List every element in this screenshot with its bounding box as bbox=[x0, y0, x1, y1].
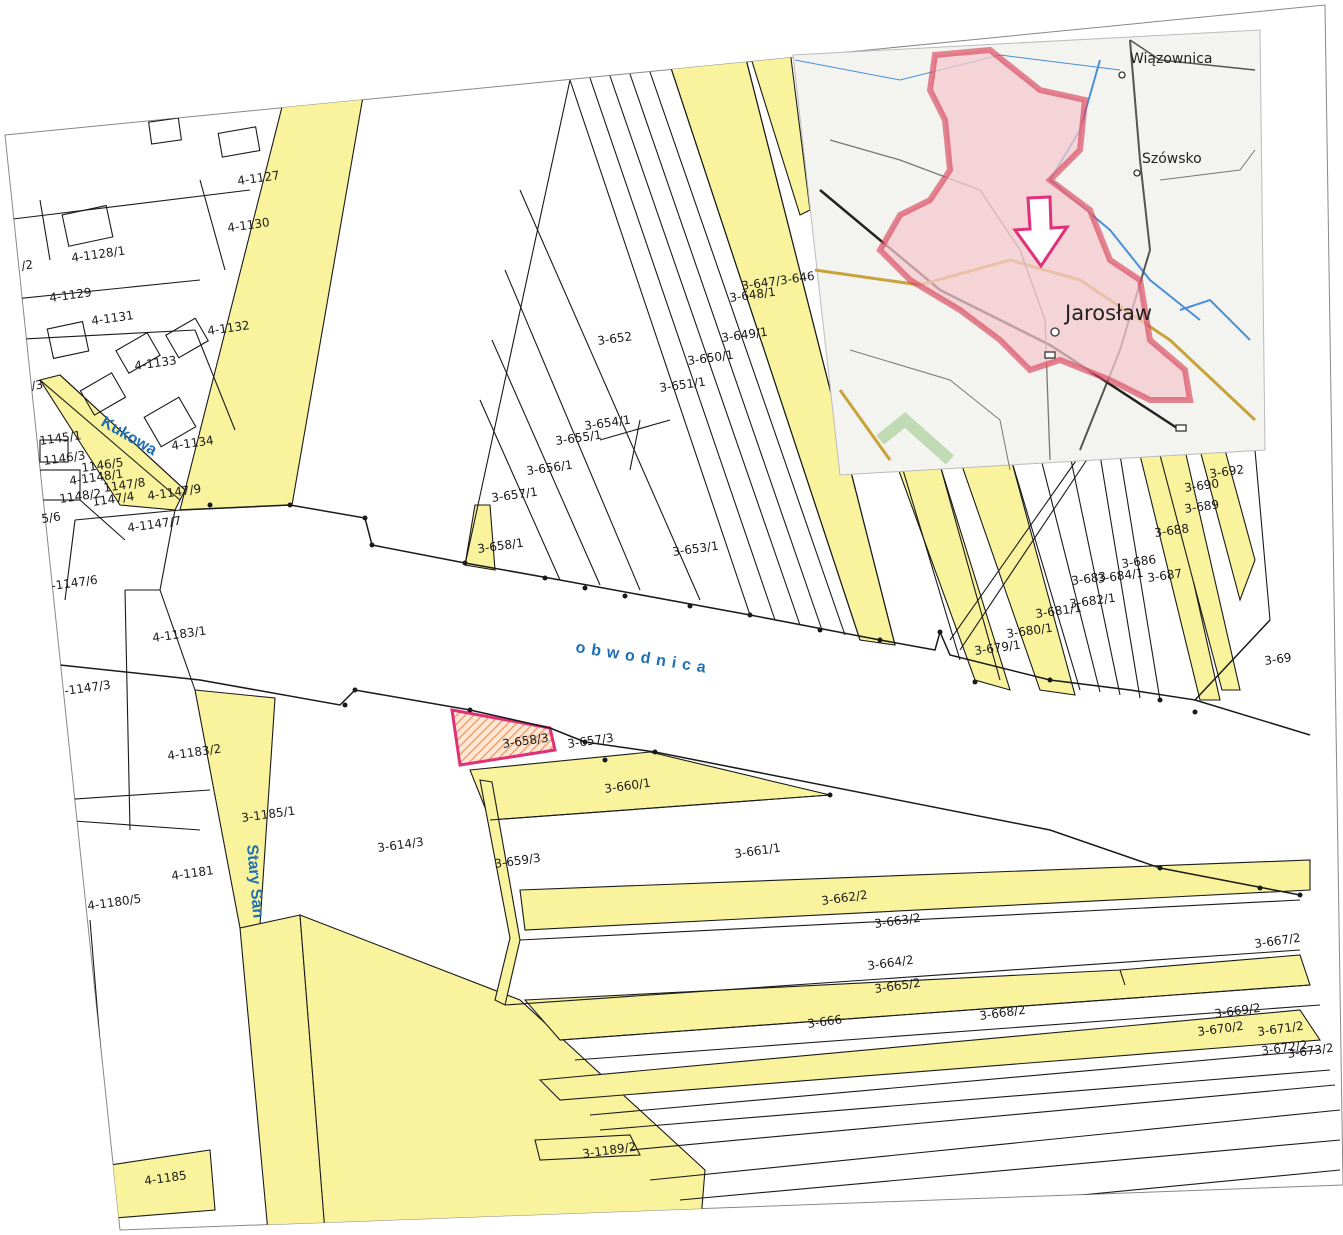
parcel-number: 3-663/2 bbox=[873, 911, 921, 931]
parcel-number: 3-652 bbox=[596, 329, 632, 348]
highlighted-parcel-label: 3-658/3 bbox=[501, 731, 549, 751]
parcel-number: 3-649/1 bbox=[720, 325, 768, 345]
parcel-number: 4-1127 bbox=[236, 168, 280, 188]
parcel-number: 3-666 bbox=[806, 1012, 842, 1031]
parcel-number: 4-1132 bbox=[206, 318, 250, 338]
parcel-number: 3-681/1 bbox=[1034, 601, 1082, 621]
parcel-number: /3 bbox=[30, 377, 44, 392]
parcel-number: 3-648/1 bbox=[728, 285, 776, 305]
parcel-number: 3-690 bbox=[1183, 476, 1219, 495]
parcel-number: 4-1181 bbox=[170, 863, 214, 883]
parcel-number: 1147/8 bbox=[102, 475, 146, 495]
parcel-number: 3-673/2 bbox=[1286, 1041, 1334, 1061]
parcel-number: 3-680/1 bbox=[1005, 621, 1053, 641]
parcel-number: 3-657/3 bbox=[566, 731, 614, 751]
inset-town-jaroslaw: Jarosław bbox=[1063, 301, 1152, 325]
parcel-number: 3-654/1 bbox=[583, 413, 631, 433]
street-label-stary-san: Stary San bbox=[243, 844, 266, 919]
parcel-number: 3-683 bbox=[1070, 569, 1106, 588]
parcel-number: 3-667/2 bbox=[1253, 931, 1301, 951]
parcel-number: 4-1130 bbox=[226, 215, 270, 235]
parcel-number: 3-653/1 bbox=[671, 539, 719, 559]
parcel-number: 4-1134 bbox=[170, 433, 214, 453]
yellow-parcels bbox=[39, 49, 1321, 1230]
parcel-number: 3-651/1 bbox=[658, 375, 706, 395]
parcel-number: 3-655/1 bbox=[554, 428, 602, 448]
parcel-number: 3-687 bbox=[1146, 566, 1182, 585]
parcel-number: 3-669/2 bbox=[1213, 1001, 1261, 1021]
parcel-number: 4-1133 bbox=[133, 353, 177, 373]
parcel-number: 3-689 bbox=[1183, 497, 1219, 516]
parcel-number: 3-650/1 bbox=[686, 348, 734, 368]
parcel-number: 1147/4 bbox=[91, 489, 135, 509]
parcel-number: 3-684/1 bbox=[1096, 566, 1144, 586]
parcel-number: 1145/1 bbox=[38, 428, 82, 448]
inset-location-map: Wiązownica Szówsko Jarosław bbox=[792, 29, 1266, 476]
parcel-number: 3-661/1 bbox=[733, 841, 781, 861]
parcel-number: 3-670/2 bbox=[1196, 1019, 1244, 1039]
parcel-number: -1147/6 bbox=[50, 573, 98, 593]
parcel-number: 3-682/1 bbox=[1068, 591, 1116, 611]
parcel-number: 3-662/2 bbox=[820, 888, 868, 908]
inset-town-szowsko: Szówsko bbox=[1142, 151, 1202, 167]
parcel-number: 3-660/1 bbox=[603, 776, 651, 796]
parcel-number: 3-671/2 bbox=[1256, 1019, 1304, 1039]
down-arrow-icon bbox=[1012, 195, 1070, 269]
parcel-number: 1146/3 bbox=[42, 448, 86, 468]
parcel-number: 3-664/2 bbox=[866, 953, 914, 973]
parcel-number: 5/6 bbox=[40, 509, 61, 526]
parcel-number: 4-1185 bbox=[143, 1168, 187, 1188]
parcel-number: 3-686 bbox=[1120, 552, 1156, 571]
parcel-number: -1147/3 bbox=[63, 678, 111, 698]
parcel-number: 3-659/3 bbox=[493, 851, 541, 871]
north-strip-lines bbox=[464, 54, 1271, 701]
parcel-number: 3-69 bbox=[1263, 650, 1292, 668]
parcel-number: 3-679/1 bbox=[973, 638, 1021, 658]
parcel-number: 3-692 bbox=[1208, 462, 1244, 481]
inset-town-wiazownica: Wiązownica bbox=[1130, 51, 1212, 67]
highlighted-parcel-shape[interactable] bbox=[450, 708, 557, 767]
parcel-number: 1148/2 bbox=[58, 486, 102, 506]
parcel-number: 3-657/1 bbox=[490, 485, 538, 505]
parcel-number: 3-672/2 bbox=[1260, 1038, 1308, 1058]
parcel-number: 3-688 bbox=[1153, 521, 1189, 540]
parcel-number: 4-1131 bbox=[90, 308, 134, 328]
parcel-number: 4-1129 bbox=[48, 285, 92, 305]
parcel-number: 3-665/2 bbox=[873, 976, 921, 996]
parcel-number: 3-614/3 bbox=[376, 835, 424, 855]
parcel-number: /2 bbox=[20, 257, 34, 272]
parcel-number: 1146/5 bbox=[80, 455, 124, 475]
parcel-number: 3-668/2 bbox=[978, 1003, 1026, 1023]
parcel-number: 3-656/1 bbox=[525, 458, 573, 478]
parcel-number: 3-658/1 bbox=[476, 536, 524, 556]
boundary-points bbox=[207, 502, 1303, 898]
